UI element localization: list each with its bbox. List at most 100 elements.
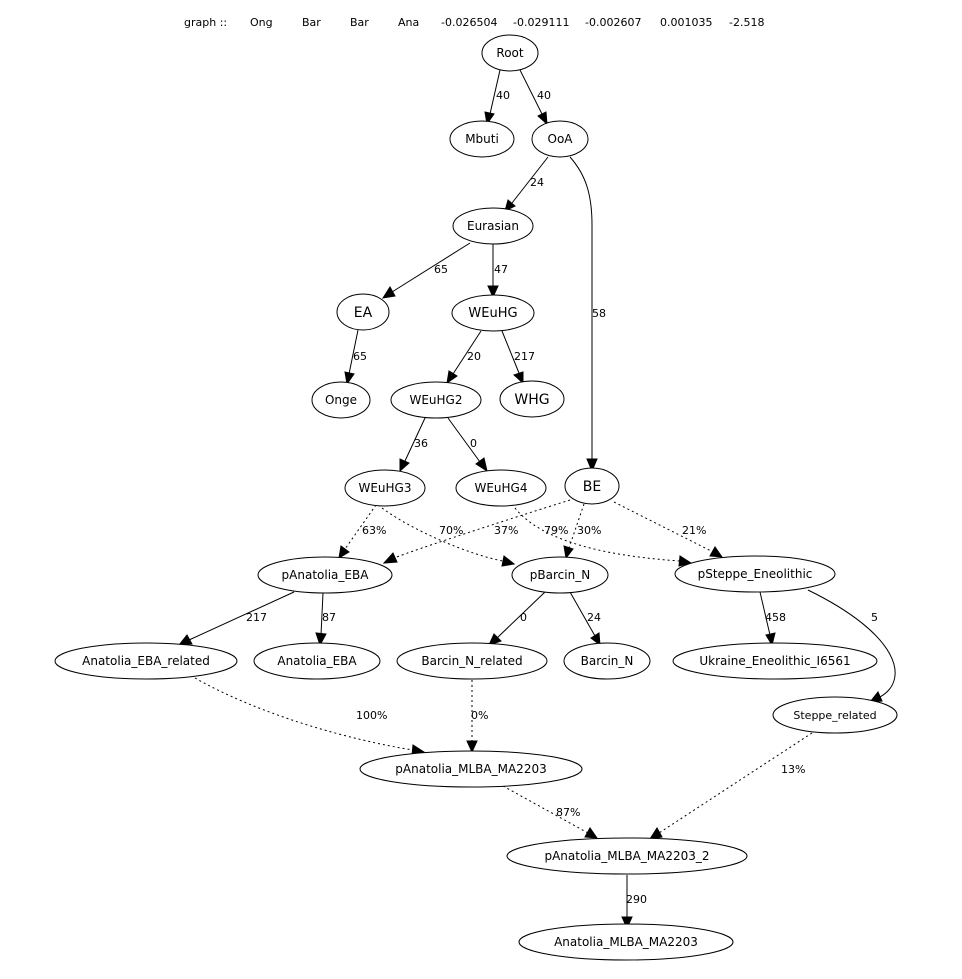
node-anatolia-eba: Anatolia_EBA bbox=[253, 642, 381, 680]
nodes: Root Mbuti OoA Eurasian EA WEuHG Onge W bbox=[54, 34, 898, 961]
edge-label: 65 bbox=[434, 263, 448, 276]
header-stat-1: -0.026504 bbox=[441, 16, 497, 29]
node-label: Root bbox=[496, 46, 523, 60]
edge-label: 24 bbox=[530, 176, 544, 189]
node-psteppe-eneolithic: pSteppe_Eneolithic bbox=[674, 555, 836, 593]
node-mbuti: Mbuti bbox=[449, 120, 515, 158]
node-pbarcin-n: pBarcin_N bbox=[511, 556, 609, 594]
node-anatolia-eba-related: Anatolia_EBA_related bbox=[54, 642, 238, 680]
node-panatolia-mlba-ma2203: pAnatolia_MLBA_MA2203 bbox=[359, 750, 583, 788]
node-label: Mbuti bbox=[465, 132, 499, 146]
node-label: Anatolia_MLBA_MA2203 bbox=[554, 935, 698, 949]
edge-psteppe-eneolithic-steppe-related: 5 bbox=[807, 589, 896, 703]
node-panatolia-eba: pAnatolia_EBA bbox=[257, 556, 393, 594]
node-ooa: OoA bbox=[531, 120, 589, 158]
node-barcin-n: Barcin_N bbox=[563, 642, 651, 680]
edge-be-panatolia-eba: 37% bbox=[382, 499, 571, 564]
edge-label: 70% bbox=[439, 524, 463, 537]
node-label: pSteppe_Eneolithic bbox=[698, 567, 813, 581]
node-label: Ukraine_Eneolithic_I6561 bbox=[699, 654, 850, 668]
node-label: Barcin_N bbox=[581, 654, 634, 668]
edge-label: 47 bbox=[494, 263, 508, 276]
edge-eurasian-ea: 65 bbox=[381, 242, 471, 299]
node-label: pAnatolia_MLBA_MA2203 bbox=[395, 762, 546, 776]
header-stat-3: -0.002607 bbox=[585, 16, 641, 29]
node-label: Anatolia_EBA bbox=[277, 654, 357, 668]
edge-pbarcin-n-barcin-n-related: 0 bbox=[488, 591, 546, 646]
edge-weuhg3-panatolia-eba: 63% bbox=[338, 504, 386, 559]
edge-label: 217 bbox=[514, 350, 535, 363]
graph-header: graph :: Ong Bar Bar Ana -0.026504 -0.02… bbox=[184, 16, 764, 29]
node-label: OoA bbox=[548, 132, 574, 146]
edge-label: 63% bbox=[362, 524, 386, 537]
node-label: pAnatolia_EBA bbox=[282, 568, 370, 582]
edge-label: 40 bbox=[537, 89, 551, 102]
edge-pbarcin-n-barcin-n: 24 bbox=[569, 591, 601, 647]
node-panatolia-mlba-ma2203-2: pAnatolia_MLBA_MA2203_2 bbox=[506, 837, 748, 875]
edge-barcin-n-related-panatolia-mlba: 0% bbox=[466, 680, 488, 754]
edge-psteppe-eneolithic-ukraine-eneolithic: 458 bbox=[759, 591, 786, 647]
edge-label: 13% bbox=[781, 763, 805, 776]
node-ukraine-eneolithic-i6561: Ukraine_Eneolithic_I6561 bbox=[672, 642, 878, 680]
node-anatolia-mlba-ma2203: Anatolia_MLBA_MA2203 bbox=[518, 923, 734, 961]
edge-weuhg4-psteppe-eneolithic: 79% bbox=[511, 503, 693, 567]
edge-label: 217 bbox=[246, 611, 267, 624]
edge-label: 37% bbox=[494, 524, 518, 537]
node-label: WEuHG2 bbox=[409, 393, 462, 407]
edge-label: 0 bbox=[520, 611, 527, 624]
edge-panatolia-mlba-panatolia-mlba-2: 87% bbox=[502, 785, 599, 839]
header-stat-4: 0.001035 bbox=[660, 16, 713, 29]
edge-weuhg-weuhg2: 20 bbox=[446, 330, 482, 385]
header-pop-1: Ong bbox=[250, 16, 273, 29]
edge-ooa-be: 58 bbox=[569, 156, 606, 473]
edge-label: 87% bbox=[556, 806, 580, 819]
edge-root-mbuti: 40 bbox=[484, 69, 510, 126]
node-weuhg2: WEuHG2 bbox=[390, 381, 482, 419]
edge-steppe-related-panatolia-mlba-2: 13% bbox=[648, 732, 813, 840]
node-label: Anatolia_EBA_related bbox=[82, 654, 210, 668]
header-pop-2: Bar bbox=[302, 16, 321, 29]
edge-label: 100% bbox=[356, 709, 387, 722]
node-weuhg4: WEuHG4 bbox=[455, 469, 547, 507]
node-weuhg3: WEuHG3 bbox=[344, 469, 426, 507]
edge-label: 65 bbox=[353, 350, 367, 363]
header-stat-2: -0.029111 bbox=[513, 16, 569, 29]
edge-label: 0 bbox=[470, 437, 477, 450]
node-label: Eurasian bbox=[467, 219, 519, 233]
header-pop-3: Bar bbox=[350, 16, 369, 29]
node-label: WHG bbox=[514, 392, 549, 408]
edge-label: 30% bbox=[577, 524, 601, 537]
node-label: Steppe_related bbox=[793, 709, 876, 722]
edge-label: 21% bbox=[682, 524, 706, 537]
node-onge: Onge bbox=[311, 381, 371, 419]
edge-label: 5 bbox=[871, 611, 878, 624]
node-label: WEuHG4 bbox=[474, 481, 527, 495]
edge-label: 0% bbox=[471, 709, 488, 722]
node-ea: EA bbox=[336, 293, 390, 331]
edge-label: 58 bbox=[592, 307, 606, 320]
node-label: Barcin_N_related bbox=[421, 654, 522, 668]
header-stat-5: -2.518 bbox=[729, 16, 764, 29]
node-weuhg: WEuHG bbox=[451, 294, 535, 332]
node-root: Root bbox=[481, 34, 539, 72]
node-label: Onge bbox=[325, 393, 357, 407]
edge-anatolia-eba-related-panatolia-mlba: 100% bbox=[194, 677, 426, 756]
header-label: graph :: bbox=[184, 16, 227, 29]
edge-weuhg3-pbarcin-n: 70% bbox=[377, 504, 516, 567]
edge-label: 79% bbox=[544, 524, 568, 537]
edge-panatolia-eba-anatolia-eba: 87 bbox=[315, 592, 336, 647]
edge-label: 458 bbox=[765, 611, 786, 624]
edge-label: 20 bbox=[467, 350, 481, 363]
edge-label: 290 bbox=[626, 893, 647, 906]
edges: 40 40 24 58 65 47 bbox=[177, 69, 896, 930]
edge-weuhg-whg: 217 bbox=[501, 330, 535, 385]
node-label: pBarcin_N bbox=[530, 568, 590, 582]
edge-weuhg2-weuhg3: 36 bbox=[399, 417, 428, 473]
node-barcin-n-related: Barcin_N_related bbox=[396, 642, 548, 680]
node-eurasian: Eurasian bbox=[452, 207, 534, 245]
edge-panatolia-eba-anatolia-eba-related: 217 bbox=[177, 591, 295, 646]
edge-weuhg2-weuhg4: 0 bbox=[447, 417, 488, 473]
edge-label: 24 bbox=[587, 611, 601, 624]
edge-panatolia-mlba-2-anatolia-mlba: 290 bbox=[621, 875, 647, 930]
